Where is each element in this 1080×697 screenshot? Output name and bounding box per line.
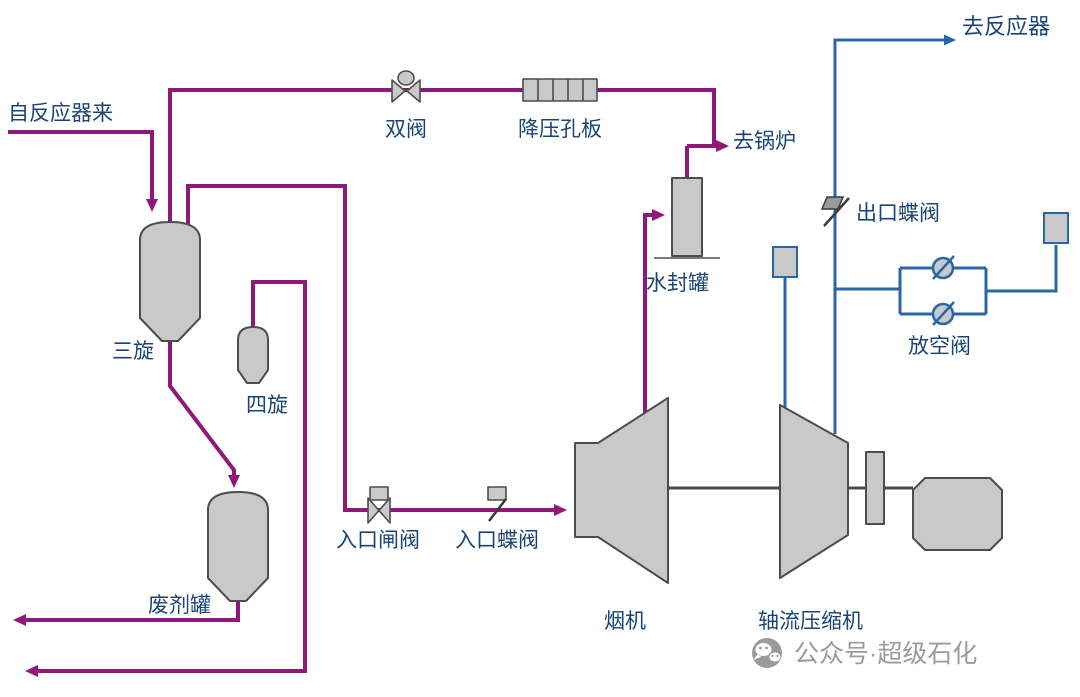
label-spent-catalyst-tank: 废剂罐 — [148, 594, 211, 617]
outlet-butterfly-valve-icon — [820, 196, 850, 227]
fourth-cyclone-outlet-pipe — [25, 280, 307, 677]
fourth-cyclone-vessel — [237, 326, 269, 384]
equipment — [139, 177, 1003, 602]
spent-tank-bottom-pipe — [13, 600, 240, 626]
turbine-exhaust-pipe — [643, 209, 665, 413]
fittings — [367, 70, 1069, 524]
label-water-seal-tank: 水封罐 — [646, 272, 709, 295]
bypass-pipe — [168, 88, 716, 226]
double-valve-icon — [391, 70, 421, 103]
labels: 自反应器来 去反应器 双阀 降压孔板 去锅炉 水封罐 出口蝶阀 放空阀 三旋 四… — [8, 14, 1050, 633]
turbine-inlet-pipe — [186, 184, 567, 516]
vent-valve-lower-icon — [931, 301, 955, 326]
vent-silencer-icon — [1043, 212, 1069, 244]
label-double-valve: 双阀 — [385, 118, 427, 141]
axial-compressor-body — [779, 404, 849, 579]
third-cyclone-vessel — [139, 221, 201, 342]
spent-catalyst-tank-vessel — [207, 491, 269, 602]
label-fourth-cyclone: 四旋 — [246, 394, 288, 417]
label-to-reactor: 去反应器 — [962, 14, 1050, 39]
flue-gas-piping — [8, 88, 729, 677]
label-orifice-plate: 降压孔板 — [518, 118, 602, 141]
motor-body — [912, 477, 1003, 551]
label-flue-gas-turbine: 烟机 — [604, 610, 646, 633]
cyclone-dipleg-pipe — [168, 341, 240, 488]
compressor-discharge-pipe — [833, 34, 956, 434]
watermark: 公众号·超级石化 — [752, 638, 977, 668]
compressor-check-valve-icon — [772, 246, 798, 278]
vent-valve-upper-icon — [931, 255, 955, 280]
inlet-pipe-from-reactor — [8, 130, 158, 212]
coupling-gearbox — [865, 451, 885, 525]
vent-exit-pipe — [986, 245, 1058, 293]
label-inlet-butterfly-valve: 入口蝶阀 — [455, 529, 539, 552]
air-piping — [783, 34, 1058, 434]
watermark-text: 公众号·超级石化 — [794, 640, 977, 668]
label-to-boiler: 去锅炉 — [733, 130, 796, 153]
label-axial-compressor: 轴流压缩机 — [758, 610, 863, 633]
label-outlet-butterfly-valve: 出口蝶阀 — [856, 202, 940, 225]
water-seal-tank-vessel — [671, 177, 703, 257]
flue-gas-turbine-body — [574, 397, 669, 584]
label-vent-valve: 放空阀 — [908, 335, 971, 358]
label-from-reactor: 自反应器来 — [8, 102, 113, 125]
label-third-cyclone: 三旋 — [112, 340, 154, 363]
wechat-icon — [752, 638, 782, 668]
label-inlet-gate-valve: 入口闸阀 — [336, 529, 420, 552]
inlet-gate-valve-icon — [367, 486, 391, 524]
orifice-plate-icon — [522, 78, 598, 102]
inlet-butterfly-valve-icon — [487, 486, 507, 522]
